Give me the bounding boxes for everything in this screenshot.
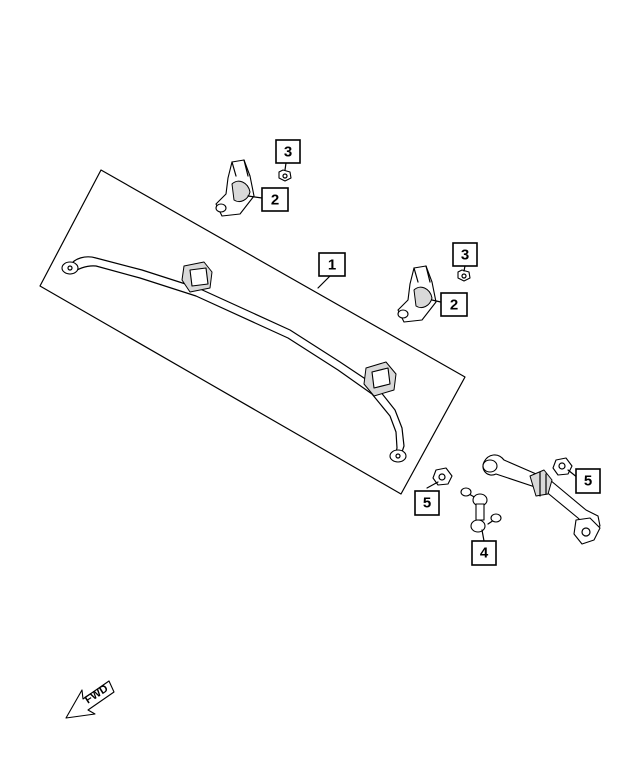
nut-link-right xyxy=(552,457,573,476)
callout-2-lower: 2 xyxy=(440,292,468,317)
callout-2-upper: 2 xyxy=(261,187,289,212)
forward-direction-arrow: FWD xyxy=(65,680,115,719)
callout-3-upper: 3 xyxy=(275,139,301,164)
stabilizer-bar xyxy=(61,256,407,463)
bar-bushing-right xyxy=(363,361,397,397)
bar-bushing-left xyxy=(181,261,213,293)
callout-2-lower-label: 2 xyxy=(450,297,458,314)
nut-upper xyxy=(278,169,292,182)
assembly-frame xyxy=(39,169,466,495)
nut-lower xyxy=(457,269,471,282)
nut-link-left xyxy=(432,467,453,486)
callout-5-left: 5 xyxy=(414,490,440,516)
callout-1: 1 xyxy=(318,252,346,277)
callout-4-label: 4 xyxy=(480,545,489,562)
callout-3-upper-label: 3 xyxy=(284,144,292,161)
callout-2-upper-label: 2 xyxy=(271,192,279,209)
callout-3-lower: 3 xyxy=(452,242,478,267)
callout-5-right-label: 5 xyxy=(584,473,592,490)
control-arm xyxy=(482,454,601,545)
stabilizer-link xyxy=(460,487,502,533)
callout-4: 4 xyxy=(471,540,497,566)
clamp-bracket-upper xyxy=(215,159,255,217)
leader-lines xyxy=(247,162,579,542)
callout-5-right: 5 xyxy=(575,468,601,494)
clamp-bracket-lower xyxy=(397,265,437,323)
callout-5-left-label: 5 xyxy=(423,495,431,512)
callout-3-lower-label: 3 xyxy=(461,247,469,264)
callout-1-label: 1 xyxy=(328,257,336,274)
